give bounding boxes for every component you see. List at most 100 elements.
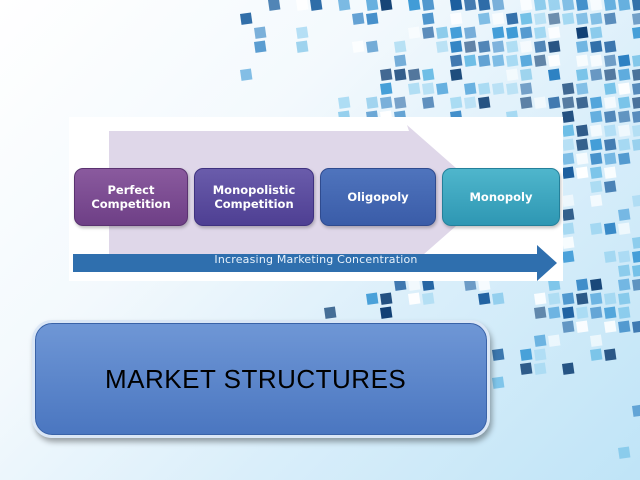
mosaic-tile (618, 54, 631, 67)
mosaic-tile (408, 68, 421, 81)
mosaic-tile (408, 292, 421, 305)
mosaic-tile (576, 82, 589, 95)
mosaic-tile (520, 40, 533, 53)
mosaic-tile (534, 0, 547, 11)
mosaic-tile (492, 82, 505, 95)
mosaic-tile (590, 194, 603, 207)
mosaic-tile (394, 40, 407, 53)
mosaic-tile (562, 96, 575, 109)
mosaic-tile (632, 250, 640, 263)
mosaic-tile (604, 180, 617, 193)
mosaic-tile (618, 138, 631, 151)
mosaic-tile (505, 40, 519, 53)
mosaic-tile (576, 292, 589, 305)
mosaic-tile (394, 68, 407, 81)
mosaic-tile (464, 278, 477, 291)
mosaic-tile (562, 110, 575, 123)
mosaic-tile (590, 138, 603, 151)
stage-monopolistic-competition: Monopolistic Competition (194, 168, 314, 226)
mosaic-tile (366, 12, 379, 25)
mosaic-tile (254, 26, 267, 39)
mosaic-tile (534, 26, 547, 39)
mosaic-tile (408, 82, 421, 95)
mosaic-tile (296, 40, 309, 53)
mosaic-tile (450, 54, 463, 67)
mosaic-tile (477, 292, 491, 305)
mosaic-tile (338, 0, 351, 11)
mosaic-tile (422, 82, 435, 95)
mosaic-tile (632, 96, 640, 109)
mosaic-tile (590, 348, 603, 361)
mosaic-tile (562, 82, 575, 95)
mosaic-tile (478, 0, 491, 11)
mosaic-tile (618, 222, 631, 235)
mosaic-tile (576, 12, 589, 25)
mosaic-tile (422, 68, 435, 81)
mosaic-tile (604, 40, 617, 53)
mosaic-tile (562, 236, 575, 249)
mosaic-tile (590, 180, 603, 193)
mosaic-tile (590, 222, 603, 235)
mosaic-tile (436, 40, 449, 53)
mosaic-tile (548, 334, 561, 347)
mosaic-tile (604, 54, 617, 67)
mosaic-tile (422, 26, 435, 39)
mosaic-tile (632, 26, 640, 39)
mosaic-tile (463, 96, 477, 109)
mosaic-tile (463, 54, 477, 67)
mosaic-tile (422, 292, 435, 305)
stage-label: Monopoly (469, 190, 533, 204)
mosaic-tile (562, 152, 575, 165)
mosaic-tile (464, 26, 477, 39)
mosaic-tile (351, 12, 365, 25)
mosaic-tile (240, 12, 253, 25)
mosaic-tile (380, 82, 393, 95)
mosaic-tile (632, 68, 640, 81)
mosaic-tile (590, 26, 603, 39)
mosaic-tile (393, 54, 407, 67)
mosaic-tile (240, 68, 253, 81)
stage-label: Perfect Competition (91, 183, 171, 211)
mosaic-tile (590, 54, 603, 67)
mosaic-tile (534, 12, 547, 25)
mosaic-tile (590, 166, 603, 179)
mosaic-tile (604, 82, 617, 95)
mosaic-tile (618, 292, 631, 305)
mosaic-tile (562, 138, 575, 151)
stage-monopoly: Monopoly (442, 168, 560, 226)
mosaic-tile (505, 54, 519, 67)
mosaic-tile (492, 12, 505, 25)
mosaic-tile (562, 12, 575, 25)
mosaic-tile (604, 138, 617, 151)
mosaic-tile (477, 96, 491, 109)
mosaic-tile (576, 0, 589, 11)
mosaic-tile (576, 68, 589, 81)
mosaic-tile (464, 0, 477, 11)
mosaic-tile (324, 306, 337, 319)
mosaic-tile (408, 26, 421, 39)
stage-label: Oligopoly (347, 190, 409, 204)
mosaic-tile (379, 306, 393, 319)
mosaic-tile (604, 124, 617, 137)
mosaic-tile (562, 292, 575, 305)
mosaic-tile (268, 0, 281, 11)
mosaic-tile (520, 96, 533, 109)
mosaic-tile (380, 68, 393, 81)
mosaic-tile (337, 96, 351, 109)
stage-perfect-competition: Perfect Competition (74, 168, 188, 226)
mosaic-tile (366, 292, 379, 305)
mosaic-tile (450, 68, 463, 81)
mosaic-tile (534, 292, 547, 305)
mosaic-tile (548, 96, 561, 109)
mosaic-tile (590, 0, 603, 11)
mosaic-tile (604, 12, 617, 25)
mosaic-tile (450, 0, 463, 11)
mosaic-tile (379, 96, 393, 109)
title-box: MARKET STRUCTURES (32, 320, 490, 438)
mosaic-tile (491, 292, 505, 305)
mosaic-tile (618, 320, 631, 333)
mosaic-tile (604, 292, 617, 305)
stage-oligopoly: Oligopoly (320, 168, 436, 226)
mosaic-tile (590, 12, 603, 25)
mosaic-tile (562, 362, 575, 375)
